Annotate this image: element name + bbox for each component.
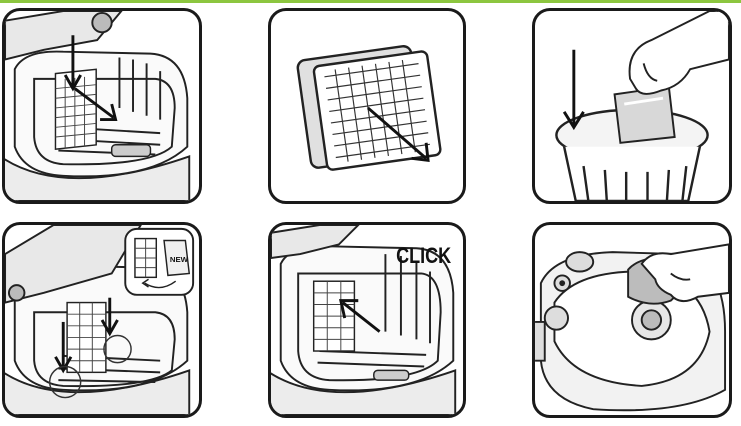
new-label: NEW — [170, 255, 189, 264]
hand-icon — [640, 243, 729, 303]
hand-icon — [628, 11, 729, 95]
pull-arrow-icon — [367, 106, 430, 162]
vacuum-click-illustration — [271, 225, 457, 415]
vacuum-wipe-illustration — [535, 243, 729, 412]
down-arrow-icon — [562, 49, 585, 131]
vacuum-insert-illustration: NEW — [5, 225, 195, 415]
top-accent-rule — [0, 0, 741, 3]
panel-insert-new-filter: NEW — [2, 222, 202, 418]
down-arrow-icon — [54, 297, 119, 374]
panel-filter-frame — [268, 8, 466, 204]
filter-frame-illustration — [296, 45, 442, 171]
panel-remove-filter — [2, 8, 202, 204]
new-filter-inset: NEW — [124, 227, 195, 296]
pull-arrow-icon — [73, 87, 118, 122]
panel-wipe-vacuum — [532, 222, 732, 418]
click-label: CLICK — [395, 243, 451, 268]
panel-discard-filter — [532, 8, 732, 204]
down-arrow-icon — [63, 35, 82, 92]
push-arrow-icon — [339, 299, 381, 333]
trash-bin-illustration — [555, 11, 729, 201]
panel-filter-click-in: CLICK — [268, 222, 466, 418]
vacuum-open-illustration — [5, 11, 191, 201]
